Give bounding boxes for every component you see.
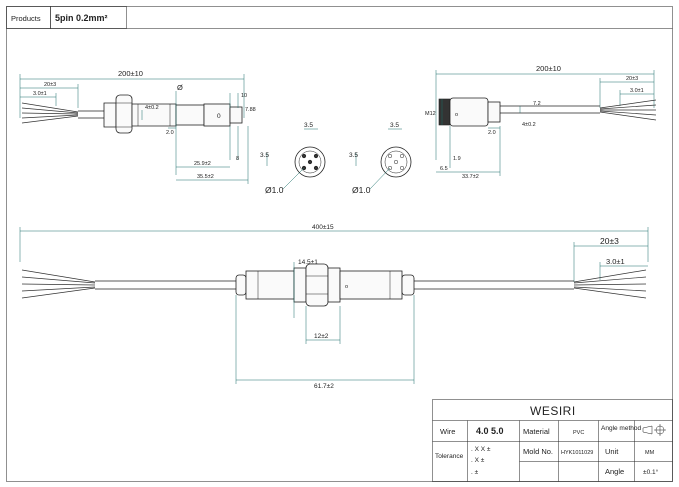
dim-top-right-strip: 20±3 [626,76,638,82]
mold-label: Mold No. [523,447,553,456]
dim-top-left-end-mid: 7.88 [245,107,256,113]
dim-top-right-overall: 200±10 [536,64,561,73]
top-left-connector-view: 200±10 20±3 3.0±1 4±0.2 0 Ø 10 7.88 [19,69,256,184]
dim-top-left-offset: 2.0 [166,130,174,136]
company-name: WESIRI [530,404,576,418]
angle-value: ±0.1° [643,468,659,476]
projection-symbol-icon [642,424,666,436]
spec-label: 5pin 0.2mm² [55,13,108,23]
material-label: Material [523,427,550,436]
unit-label: Unit [605,447,619,456]
tolerance-0: . ± [471,469,479,476]
assembly-view: 400±15 20±3 3.0±1 o o 14.5±1 [19,224,649,390]
dim-top-right-tin: 3.0±1 [630,88,644,94]
dim-top-left-end-small: 10 [241,93,247,99]
dim-face2-pitch-v: 3.5 [349,152,358,159]
tolerance-x: . X ± [471,457,485,464]
drawing-border [6,6,673,482]
dim-top-right-height1: 7.2 [533,101,541,107]
wire-label: Wire [440,427,455,436]
dim-assembly-overall: 400±15 [312,224,334,231]
products-label: Products [11,14,41,23]
wire-value: 4.0 5.0 [476,426,504,436]
material-value: PVC [573,430,584,436]
dim-top-left-diameter: Ø [177,83,183,92]
dim-assembly-tin: 3.0±1 [606,257,625,266]
face-view-female: 3.5 3.5 Ø1.0 [349,122,412,195]
dim-face1-pitch-v: 3.5 [260,152,269,159]
dim-face1-pin: Ø1.0 [265,185,284,195]
dim-assembly-nut: 14.5±1 [298,259,318,266]
dim-top-right-offset: 2.0 [488,130,496,136]
unit-value: MM [645,450,655,456]
header: Products 5pin 0.2mm² [6,6,673,29]
dim-assembly-mid: 12±2 [314,333,329,340]
dim-top-left-strip: 20±3 [44,82,56,88]
top-right-mold-mark: o [455,112,458,118]
angle-label: Angle [605,467,624,476]
dim-face1-pitch-h: 3.5 [304,122,313,129]
dim-top-right-len: 33.7±2 [462,174,479,180]
tolerance-xx: . X X ± [471,446,491,453]
dim-top-right-gap: 1.9 [453,156,461,162]
title-block: WESIRI Wire 4.0 5.0 Material PVC Angle m… [432,399,673,482]
mold-value: HYK1011029 [561,450,593,456]
dim-top-right-side: 6.5 [440,166,448,172]
angle-method-label: Angle method [601,425,641,432]
dim-assembly-total: 61.7±2 [314,383,334,390]
dim-top-left-len-a: 25.9±2 [194,161,211,167]
dim-top-left-end-mid-mark: 0 [217,113,221,120]
assembly-right-mark: o [345,284,348,290]
dim-face2-pin: Ø1.0 [352,185,371,195]
dim-top-left-tin: 3.0±1 [33,91,47,97]
top-right-connector-view: 200±10 20±3 3.0±1 o M12 7.2 4±0.2 2.0 1.… [425,64,657,180]
dim-top-right-height2: 4±0.2 [522,122,536,128]
dim-face2-pitch-h: 3.5 [390,122,399,129]
face-view-male: 3.5 3.5 Ø1.0 [260,122,326,195]
dim-top-right-thread: M12 [425,111,436,117]
tolerance-label: Tolerance [435,453,464,460]
dim-top-left-len-b: 35.5±2 [197,174,214,180]
dim-top-left-overall: 200±10 [118,69,143,78]
dim-top-left-side: 8 [236,156,239,162]
dim-top-left-height: 4±0.2 [145,105,159,111]
dim-assembly-strip: 20±3 [600,236,619,246]
